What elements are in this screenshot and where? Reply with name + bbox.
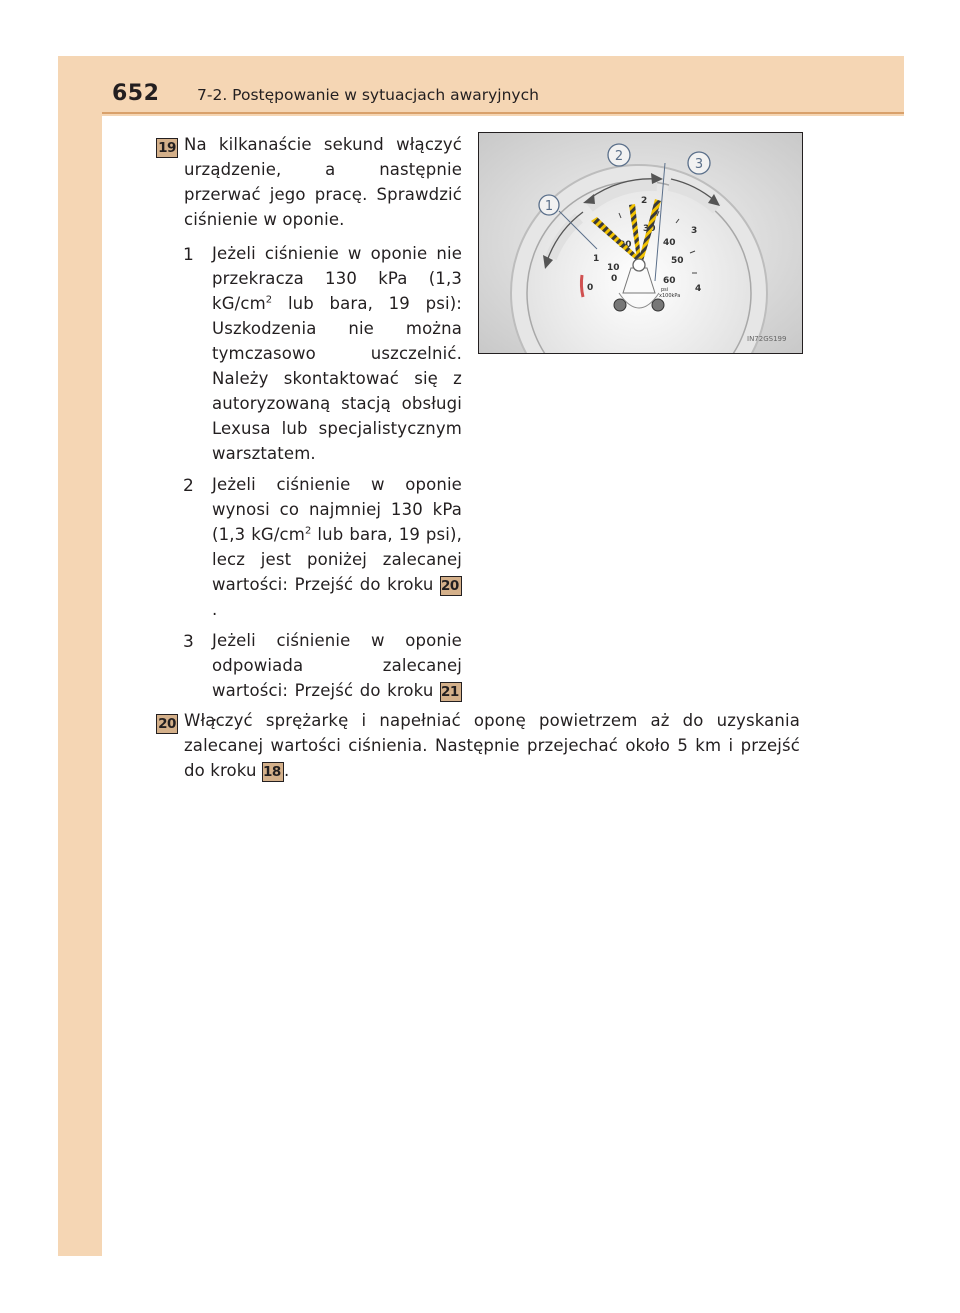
kpa-label-40: 40 xyxy=(663,238,676,248)
callout-1: 1 xyxy=(538,194,560,216)
needle-hub xyxy=(632,258,646,272)
arc-zone-1 xyxy=(545,213,584,261)
step-20-text: Włączyć sprężarkę i napełniać oponę powi… xyxy=(184,708,800,783)
step-19-text: Na kilkanaście sekund włączyć urządzenie… xyxy=(184,132,462,232)
callout-2-leader xyxy=(654,162,666,282)
step-20-end: . xyxy=(284,761,290,780)
sub-3-text-a: Jeżeli ciśnienie w oponie odpowiada zale… xyxy=(212,631,462,700)
sub-3-end: . xyxy=(212,706,218,725)
header-rule xyxy=(102,112,904,114)
callout-1-leader xyxy=(558,210,598,250)
sub-2-text-a: Jeżeli ciśnienie w oponie wynosi co najm… xyxy=(212,475,462,544)
kpa-label-10: 10 xyxy=(607,263,620,273)
plate-outline xyxy=(618,292,660,309)
bar-label-3: 3 xyxy=(691,226,697,236)
kpa-label-50: 50 xyxy=(671,256,684,266)
svg-text:1: 1 xyxy=(545,199,553,214)
page-number: 652 xyxy=(112,81,160,106)
zone-stripe-1 xyxy=(591,217,641,261)
bar-label-0: 0 xyxy=(587,283,593,293)
bar-label-4: 4 xyxy=(695,284,701,294)
kpa-label-60: 60 xyxy=(663,276,676,286)
sub-2-text-b: lub bara, 19 psi), lecz jest poniżej zal… xyxy=(212,525,463,594)
step-19-paragraph: Na kilkanaście sekund włączyć urządzenie… xyxy=(184,135,462,229)
kpa-label-0: 0 xyxy=(611,274,617,284)
arc-arrow-1 xyxy=(543,255,553,269)
marker-3: 3 xyxy=(183,632,194,652)
zone-stripe-2 xyxy=(629,204,641,259)
svg-text:3: 3 xyxy=(695,157,703,172)
left-margin-band xyxy=(58,56,102,1256)
section-title: 7-2. Postępowanie w sytuacjach awaryjnyc… xyxy=(197,86,539,104)
step-badge-20: 20 xyxy=(156,714,178,734)
arc-arrow-2a xyxy=(583,194,595,204)
arc-arrow-2b xyxy=(651,173,663,184)
arc-arrow-3 xyxy=(708,194,720,206)
mount-screw-left xyxy=(613,298,627,312)
bar-label-2: 2 xyxy=(641,196,647,206)
pressure-gauge-illustration: 1 2 3 1 2 3 4 0 10 20 30 40 50 60 0 psi xyxy=(479,133,802,353)
unit-kpa: x100kPa xyxy=(659,293,680,299)
sub-1-text: Jeżeli ciśnienie w oponie nie przekracza… xyxy=(212,241,462,466)
sub-3-text: Jeżeli ciśnienie w oponie odpowiada zale… xyxy=(212,628,462,728)
arc-zone-3 xyxy=(667,179,722,214)
step-ref-badge-18[interactable]: 18 xyxy=(262,761,284,782)
arc-line-2 xyxy=(588,178,658,200)
sub-2-end: . xyxy=(212,600,218,619)
unit-psi: psi xyxy=(661,287,668,293)
mount-screw-right xyxy=(651,298,665,312)
step-badge-19: 19 xyxy=(156,138,178,158)
sub-2-sup: 2 xyxy=(305,525,312,537)
step-20-text-a: Włączyć sprężarkę i napełniać oponę powi… xyxy=(184,711,800,780)
sub-2-text: Jeżeli ciśnienie w oponie wynosi co najm… xyxy=(212,472,462,622)
arc-line-1 xyxy=(546,211,584,262)
marker-2: 2 xyxy=(183,476,194,496)
bar-label-1: 1 xyxy=(593,254,599,264)
pressure-gauge-figure: 1 2 3 1 2 3 4 0 10 20 30 40 50 60 0 psi xyxy=(478,132,803,354)
step-ref-badge-21[interactable]: 21 xyxy=(440,681,462,702)
sub-1-sup: 2 xyxy=(265,294,273,306)
zone-stripe-3 xyxy=(639,199,661,261)
step-ref-badge-20[interactable]: 20 xyxy=(440,575,462,596)
header-band xyxy=(102,56,904,116)
callout-3: 3 xyxy=(687,151,711,175)
callout-2: 2 xyxy=(607,143,631,167)
svg-text:2: 2 xyxy=(615,149,623,164)
red-zone-mark xyxy=(579,274,585,298)
figure-code: IN72GS199 xyxy=(747,335,786,343)
marker-1: 1 xyxy=(183,245,194,265)
sub-1-text-a: Jeżeli ciśnienie w oponie nie przekracza… xyxy=(212,244,462,313)
sub-1-text-b: lub bara, 19 psi): Uszkodzenia nie można… xyxy=(212,294,462,463)
